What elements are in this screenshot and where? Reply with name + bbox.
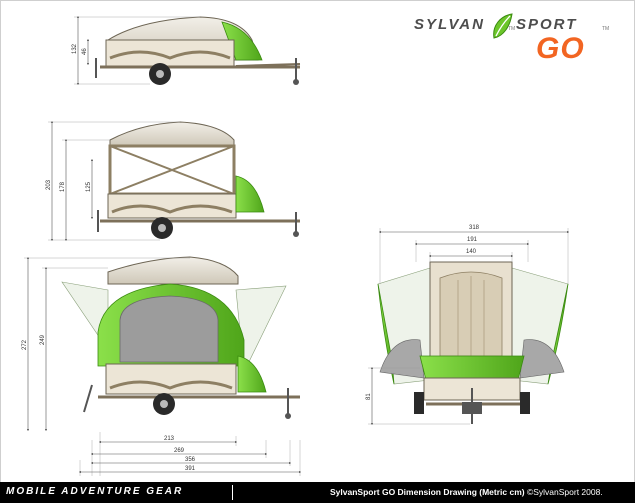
dim-label-318: 318: [469, 225, 480, 231]
logo-tm: TM: [508, 26, 516, 32]
dim-label-81: 81: [366, 393, 372, 400]
dim-label-140: 140: [466, 249, 477, 255]
dim-label-356: 356: [185, 457, 196, 463]
caption: SylvanSport GO Dimension Drawing (Metric…: [330, 487, 603, 497]
dim-label-391: 391: [185, 466, 196, 472]
logo-sport-text: SPORT: [516, 16, 578, 33]
logo-tm: TM: [602, 26, 610, 32]
tagline: MOBILE ADVENTURE GEAR: [6, 486, 184, 497]
caption-title: SylvanSport GO Dimension Drawing (Metric…: [330, 487, 525, 497]
dim-label-213: 213: [164, 436, 175, 442]
side-view-frame: 203 178 125: [46, 120, 300, 242]
rear-view: 318 191 140 81: [366, 225, 570, 426]
dim-label-125: 125: [86, 181, 92, 192]
footer-bar: MOBILE ADVENTURE GEAR SylvanSport GO Dim…: [0, 482, 635, 503]
dim-label-178: 178: [60, 181, 66, 192]
dimension-drawing: 132 46 203 178 125: [22, 15, 570, 476]
dim-label-272: 272: [22, 339, 28, 350]
side-view-tent: 272 249 213 269 356 391: [22, 256, 302, 476]
dim-label-249: 249: [40, 334, 46, 345]
leaf-icon: [493, 13, 513, 39]
dim-label-191: 191: [467, 237, 478, 243]
footer-divider: [232, 485, 233, 500]
logo-go-text: GO: [536, 32, 585, 65]
logo-sylvan-text: SYLVAN: [414, 16, 485, 33]
dim-label-132: 132: [72, 43, 78, 54]
dim-label-203: 203: [46, 179, 52, 190]
dim-label-269: 269: [174, 448, 185, 454]
dim-label-46: 46: [82, 48, 88, 55]
caption-copyright: ©SylvanSport 2008.: [526, 487, 603, 497]
sylvansport-logo: SYLVAN TM SPORT TM GO: [408, 12, 630, 65]
side-view-closed: 132 46: [72, 15, 301, 86]
